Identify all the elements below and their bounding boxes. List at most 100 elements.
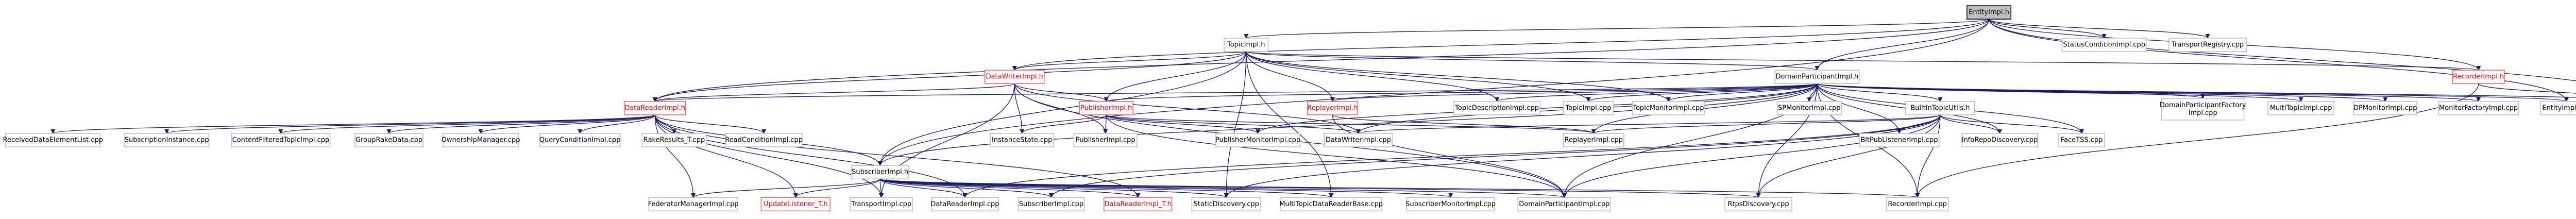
node-TopicMonitorImpl_cpp[interactable]: TopicMonitorImpl.cpp [1632,101,1705,115]
edge-DataReaderImpl_h-to-DataReaderImpl_cpp [654,114,968,198]
node-box [1453,101,1541,115]
node-label: SPMonitorImpl.cpp [1778,104,1841,112]
node-DataReaderImpl_cpp[interactable]: DataReaderImpl.cpp [930,197,999,212]
node-MultiTopicDataReaderBase_cpp[interactable]: MultiTopicDataReaderBase.cpp [1279,197,1383,212]
node-OwnershipManager_cpp[interactable]: OwnershipManager.cpp [442,133,520,147]
edge-SubscriberImpl_h-to-MultiTopicDataReaderBase_cpp [879,178,1333,198]
node-DPMonitorImpl_cpp[interactable]: DPMonitorImpl.cpp [2353,101,2417,115]
node-label: TopicImpl.h [1227,41,1265,49]
node-StatusConditionImpl_cpp[interactable]: StatusConditionImpl.cpp [2061,38,2147,52]
edge-EntityImpl_h-to-EntityImpl_cpp [1988,19,2569,102]
node-QueryConditionImpl_cpp[interactable]: QueryConditionImpl.cpp [539,133,621,147]
edge-DomainParticipantImpl_h-to-DataReaderImpl_h [653,83,1818,102]
node-box [1961,133,2038,147]
node-SubscriberMonitorImpl_cpp[interactable]: SubscriberMonitorImpl.cpp [1405,197,1496,212]
node-label: DataReaderImpl.cpp [930,200,999,208]
node-box [990,133,1054,147]
edge-PublisherImpl_h-to-PublisherImpl_cpp [1103,114,1108,134]
node-GroupRakeData_cpp[interactable]: GroupRakeData.cpp [354,133,423,147]
edge-PublisherImpl_h-to-PublisherMonitorImpl_cpp [1106,114,1260,134]
edge-TopicImpl_h-to-TopicMonitorImpl_cpp [1246,51,1671,102]
node-label: MonitorFactoryImpl.cpp [2439,104,2518,112]
node-MonitorFactoryImpl_cpp[interactable]: MonitorFactoryImpl.cpp [2437,101,2519,115]
node-EntityImpl_h[interactable]: EntityImpl.h [1967,5,2012,20]
edge-DomainParticipantImpl_h-to-BitPubListenerImpl_cpp [1817,83,1902,134]
node-RecorderImpl_cpp[interactable]: RecorderImpl.cpp [1886,197,1949,212]
node-TopicImpl_h[interactable]: TopicImpl.h [1224,38,1269,52]
node-RtpsDiscovery_cpp[interactable]: RtpsDiscovery.cpp [1724,197,1792,212]
node-box [1632,101,1705,115]
edge-TopicImpl_h-to-ReplayerImpl_h [1246,51,1335,102]
node-FaceTSS_cpp[interactable]: FaceTSS.cpp [2058,133,2105,147]
edge-DomainParticipantImpl_h-to-TopicMonitorImpl_cpp [1666,83,1818,102]
node-PublisherImpl_cpp[interactable]: PublisherImpl.cpp [1073,133,1138,147]
node-label: SubscriberImpl.h [852,169,908,176]
node-TransportImpl_cpp[interactable]: TransportImpl.cpp [850,197,913,212]
node-label: DataWriterImpl.cpp [1326,137,1391,144]
node-label: MultiTopicImpl.cpp [2270,104,2332,112]
edge-DomainParticipantImpl_h-to-SubscriberImpl_h [877,83,1818,166]
edge-BuiltInTopicUtils_h-to-RtpsDiscovery_cpp [1756,114,1941,198]
node-box [1967,5,2012,20]
node-label: StatusConditionImpl.cpp [2063,41,2145,49]
node-box [1079,101,1134,115]
node-TransportRegistry_cpp[interactable]: TransportRegistry.cpp [2168,38,2247,52]
node-PublisherImpl_h[interactable]: PublisherImpl.h [1079,101,1134,115]
node-label: FaceTSS.cpp [2061,137,2103,144]
node-label: DomainParticipantImpl.h [1776,73,1859,81]
node-ReceivedDataElementList_cpp[interactable]: ReceivedDataElementList.cpp [3,133,103,147]
node-DomainParticipantImpl_h[interactable]: DomainParticipantImpl.h [1774,70,1860,84]
edge-DataReaderImpl_h-to-OwnershipManager_cpp [478,114,655,134]
node-label: BitPubListenerImpl.cpp [1860,137,1938,144]
node-ContentFilteredTopicImpl_cpp[interactable]: ContentFilteredTopicImpl.cpp [231,133,331,147]
node-label: SubscriberMonitorImpl.cpp [1405,200,1496,208]
edge-TopicImpl_h-to-SubscriberImpl_h [877,51,1247,166]
node-ReplayerImpl_cpp[interactable]: ReplayerImpl.cpp [1563,133,1624,147]
node-DataReaderImpl_h[interactable]: DataReaderImpl.h [623,101,686,115]
edge-DataReaderImpl_h-to-ContentFilteredTopicImpl_cpp [278,114,655,134]
node-MultiTopicImpl_cpp[interactable]: MultiTopicImpl.cpp [2267,101,2335,115]
node-TopicImpl_cpp[interactable]: TopicImpl.cpp [1563,101,1614,115]
node-BitPubListenerImpl_cpp[interactable]: BitPubListenerImpl.cpp [1859,133,1940,147]
node-BuiltInTopicUtils_h[interactable]: BuiltInTopicUtils.h [1905,101,1975,115]
node-RakeResults_T_cpp[interactable]: RakeResults_T.cpp [641,133,707,147]
node-box [1406,197,1495,212]
node-DataWriterImpl_cpp[interactable]: DataWriterImpl.cpp [1324,133,1393,147]
node-InstanceState_cpp[interactable]: InstanceState.cpp [990,133,1054,147]
node-SPMonitorImpl_cpp[interactable]: SPMonitorImpl.cpp [1776,101,1842,115]
node-label: ReplayerImpl.h [1307,104,1358,112]
node-TopicDescriptionImpl_cpp[interactable]: TopicDescriptionImpl.cpp [1453,101,1541,115]
node-label: RecorderImpl.cpp [1888,200,1946,208]
node-DataWriterImpl_h[interactable]: DataWriterImpl.h [984,70,1045,84]
node-PublisherMonitorImpl_cpp[interactable]: PublisherMonitorImpl.cpp [1215,133,1300,147]
edge-ReplayerImpl_h-to-ReplayerImpl_cpp [1332,114,1596,134]
edge-DataReaderImpl_h-to-QueryConditionImpl_cpp [578,114,655,134]
node-label: DataWriterImpl.h [986,73,1043,81]
node-StaticDiscovery_cpp[interactable]: StaticDiscovery.cpp [1191,197,1261,212]
node-DomainParticipantImpl_cpp[interactable]: DomainParticipantImpl.cpp [1517,197,1612,212]
node-SubscriberImpl_cpp[interactable]: SubscriberImpl.cpp [1018,197,1085,212]
node-label: ContentFilteredTopicImpl.cpp [232,137,330,144]
edge-DataReaderImpl_h-to-ReadConditionImpl_cpp [654,114,767,134]
node-DataReaderImpl_T_h[interactable]: DataReaderImpl_T.h [1103,197,1173,212]
node-ReplayerImpl_h[interactable]: ReplayerImpl.h [1307,101,1358,115]
node-box [1307,101,1358,115]
node-box [1886,197,1949,212]
edge-SubscriberImpl_h-to-TransportImpl_cpp [879,179,884,198]
node-FederatorManagerImpl_cpp[interactable]: FederatorManagerImpl.cpp [648,197,739,212]
node-box [1724,197,1792,212]
node-UpdateListener_T_h[interactable]: UpdateListener_T.h [760,197,831,212]
node-EntityImpl_cpp[interactable]: EntityImpl.cpp [2540,101,2576,115]
edge-EntityImpl_h-to-DomainParticipantImpl_h [1815,19,1990,71]
node-ReadConditionImpl_cpp[interactable]: ReadConditionImpl.cpp [725,133,803,147]
node-RecorderImpl_h[interactable]: RecorderImpl.h [2452,70,2505,84]
edge-DomainParticipantImpl_h-to-TopicDescriptionImpl_cpp [1495,83,1818,102]
node-InfoRepoDiscovery_cpp[interactable]: InfoRepoDiscovery.cpp [1961,133,2038,147]
node-SubscriptionInstance_cpp[interactable]: SubscriptionInstance.cpp [124,133,210,147]
node-box [760,197,831,212]
node-label: Impl.cpp [2189,109,2217,117]
edge-SubscriberImpl_h-to-UpdateListener_T_h [793,178,880,198]
node-SubscriberImpl_h[interactable]: SubscriberImpl.h [851,165,909,179]
